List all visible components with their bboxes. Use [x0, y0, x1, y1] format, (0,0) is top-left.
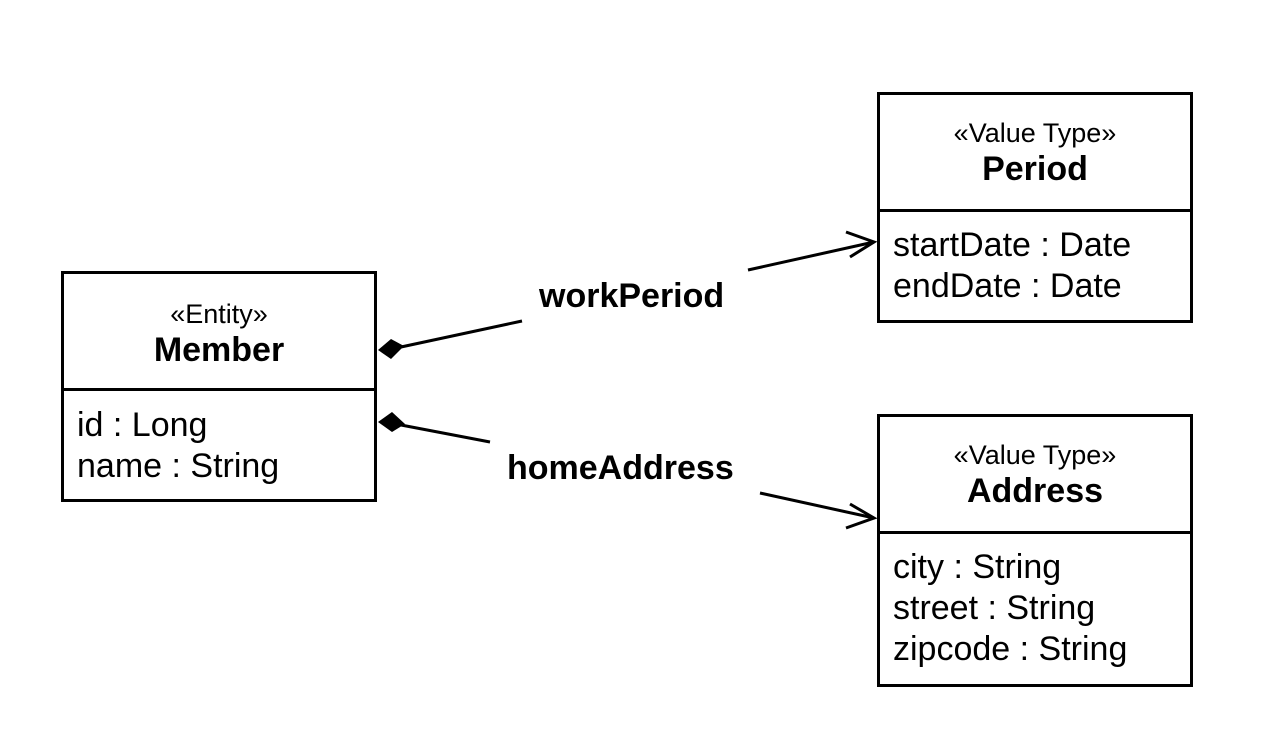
class-address[interactable]: «Value Type» Address city : String stree… — [877, 414, 1193, 687]
attribute: city : String — [893, 548, 1062, 586]
association-homeaddress-line-right — [759, 491, 875, 520]
class-name: Address — [966, 472, 1104, 510]
attribute: zipcode : String — [893, 630, 1128, 668]
association-homeaddress-line-left — [400, 423, 491, 444]
association-label-workperiod: workPeriod — [539, 277, 725, 315]
attribute: id : Long — [77, 406, 208, 444]
attribute: startDate : Date — [893, 226, 1132, 264]
attribute: name : String — [77, 447, 280, 485]
open-arrowhead-icon — [845, 230, 878, 259]
association-label-homeaddress: homeAddress — [507, 449, 734, 487]
attribute-compartment: id : Long name : String — [64, 391, 374, 487]
attribute-compartment: city : String street : String zipcode : … — [880, 534, 1190, 670]
association-workperiod-line-right — [747, 240, 875, 272]
class-member[interactable]: «Entity» Member id : Long name : String — [61, 271, 377, 502]
class-name: Period — [982, 150, 1088, 188]
association-homeaddress — [378, 412, 878, 530]
class-period[interactable]: «Value Type» Period startDate : Date end… — [877, 92, 1193, 323]
composition-diamond-icon — [378, 412, 405, 432]
association-workperiod-line-left — [400, 319, 523, 349]
association-workperiod — [378, 230, 878, 359]
class-header: «Entity» Member — [64, 274, 374, 391]
stereotype-label: «Value Type» — [953, 440, 1117, 470]
class-name: Member — [153, 331, 285, 369]
open-arrowhead-icon — [845, 502, 878, 530]
attribute-compartment: startDate : Date endDate : Date — [880, 212, 1190, 307]
attribute: street : String — [893, 589, 1096, 627]
class-header: «Value Type» Period — [880, 95, 1190, 212]
stereotype-label: «Entity» — [170, 299, 268, 329]
attribute: endDate : Date — [893, 267, 1122, 305]
stereotype-label: «Value Type» — [953, 118, 1117, 148]
class-header: «Value Type» Address — [880, 417, 1190, 534]
composition-diamond-icon — [378, 339, 404, 359]
